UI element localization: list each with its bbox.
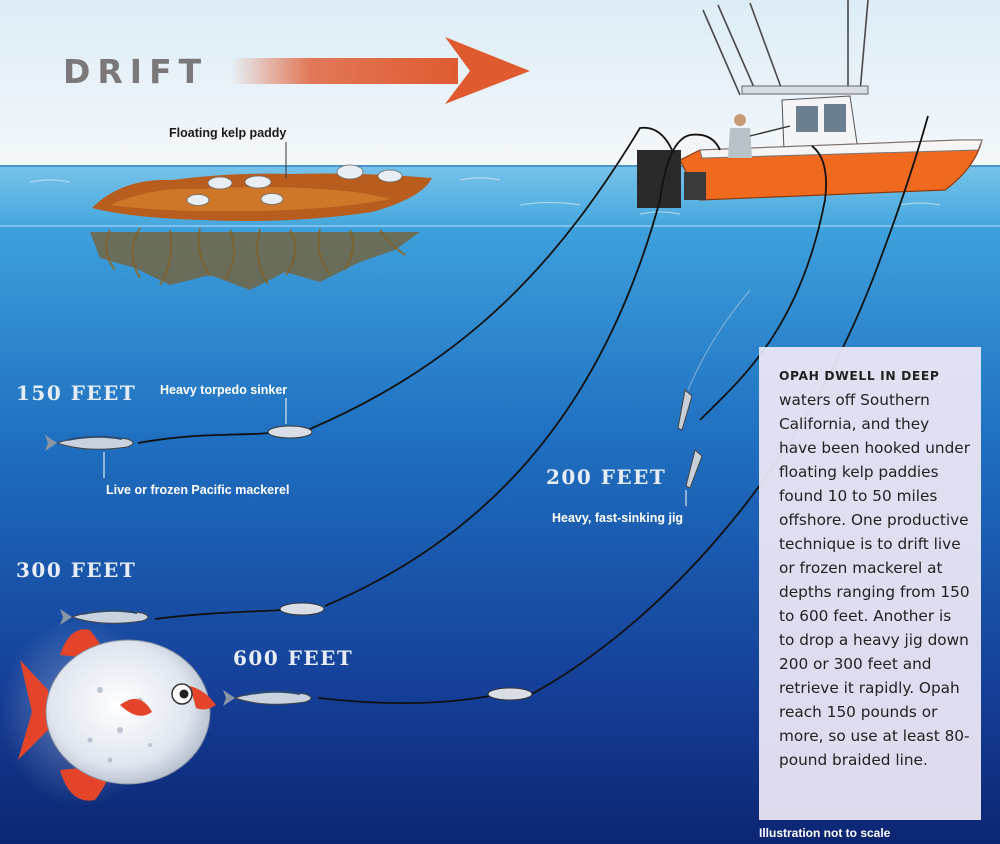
scale-note: Illustration not to scale <box>759 826 891 840</box>
depth-300-label: 300 FEET <box>16 558 137 582</box>
jig-label: Heavy, fast-sinking jig <box>552 511 684 525</box>
depth-150-label: 150 FEET <box>16 381 137 405</box>
sinker-label: Heavy torpedo sinker <box>160 383 288 397</box>
depth-600-label: 600 FEET <box>233 646 354 670</box>
outboard-motor <box>637 150 681 208</box>
mackerel-label: Live or frozen Pacific mackerel <box>106 483 290 497</box>
kelp-paddy-label: Floating kelp paddy <box>169 126 287 140</box>
depth-200-label: 200 FEET <box>546 465 667 489</box>
mackerel-bait <box>45 435 312 706</box>
opah-fish <box>0 617 216 807</box>
info-body: waters off Southern California, and they… <box>779 391 970 769</box>
drift-arrow <box>230 37 530 104</box>
drift-title: DRIFT <box>63 52 209 91</box>
angler-figure <box>728 114 791 158</box>
label-leaders <box>103 398 687 506</box>
jigs <box>677 389 703 489</box>
info-text: OPAH DWELL IN DEEP waters off Southern C… <box>779 363 971 772</box>
info-lead: OPAH DWELL IN DEEP <box>779 369 940 383</box>
torpedo-sinkers <box>267 425 533 701</box>
info-box: OPAH DWELL IN DEEP waters off Southern C… <box>759 347 981 820</box>
kelp-paddy <box>90 142 432 290</box>
